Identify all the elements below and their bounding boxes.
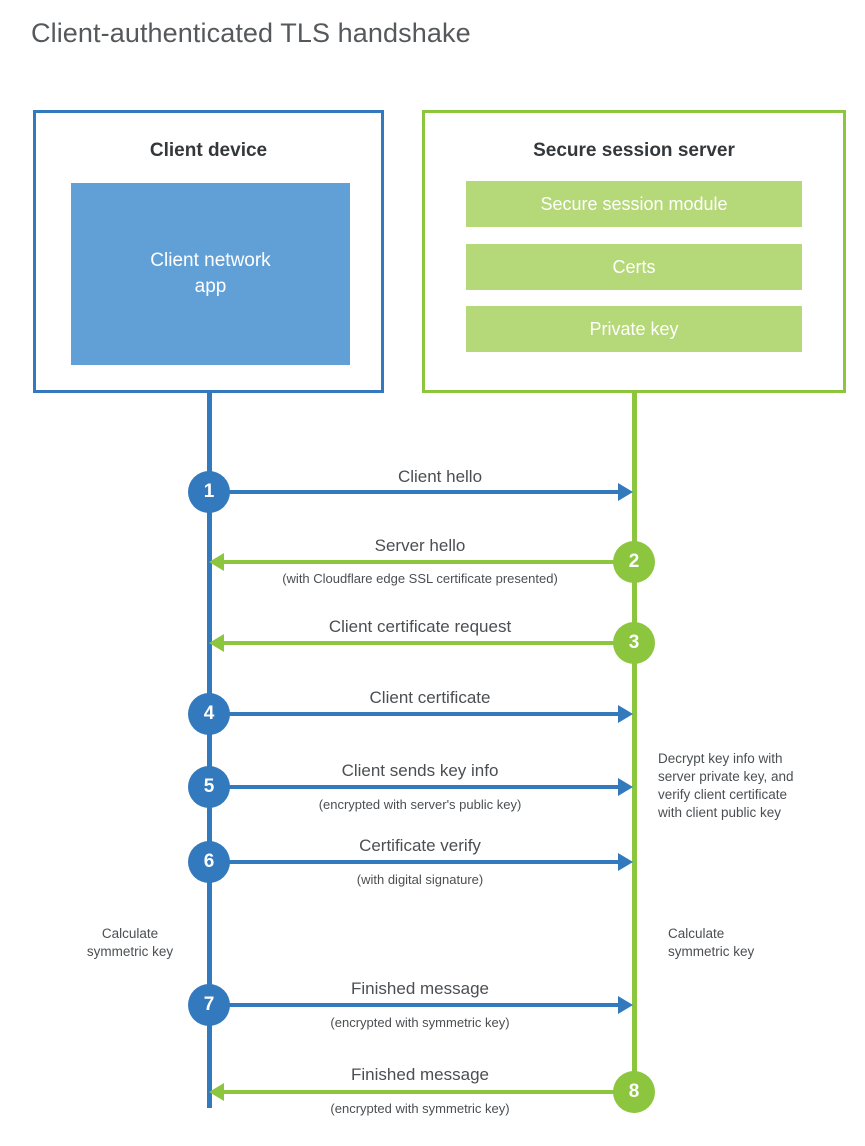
client-calculate-note-line1: Calculate (101, 926, 159, 941)
message-6-label: Certificate verify (359, 836, 481, 855)
client-network-app-label-line1: Client network (150, 250, 271, 271)
message-5-arrowhead-icon (618, 778, 633, 796)
step-badge-3: 3 (613, 622, 655, 664)
message-3-line (224, 641, 624, 645)
client-network-app-box: Client network app (71, 183, 350, 365)
page-title: Client-authenticated TLS handshake (31, 18, 471, 48)
message-5-line (209, 785, 619, 789)
step-badge-6: 6 (188, 841, 230, 883)
server-decrypt-note-line2: server private key, and (658, 769, 794, 784)
server-calculate-note-line1: Calculate (668, 926, 725, 941)
server-calculate-note-line2: symmetric key (668, 944, 755, 959)
message-4-label: Client certificate (369, 688, 491, 707)
step-badge-2: 2 (613, 541, 655, 583)
message-7-line (209, 1003, 619, 1007)
message-5-sublabel: (encrypted with server's public key) (318, 797, 522, 812)
message-6-line (209, 860, 619, 864)
step-badge-5: 5 (188, 766, 230, 808)
server-lifeline (632, 393, 637, 1093)
client-network-app-label: Client network app (150, 248, 270, 300)
secure-session-server-box: Secure session server Secure session mod… (422, 110, 846, 393)
server-decrypt-note-line4: with client public key (658, 805, 782, 820)
client-calculate-note-line2: symmetric key (86, 944, 174, 959)
client-device-box: Client device Client network app (33, 110, 384, 393)
message-4-line (209, 712, 619, 716)
client-network-app-label-line2: app (194, 276, 227, 297)
message-2-sublabel: (with Cloudflare edge SSL certificate pr… (282, 571, 558, 586)
message-6-arrowhead-icon (618, 853, 633, 871)
message-2-line (224, 560, 624, 564)
message-1-arrowhead-icon (618, 483, 633, 501)
client-device-title: Client device (149, 140, 268, 161)
client-calculate-symmetric-key-note: Calculate symmetric key (60, 925, 200, 961)
message-8-arrowhead-icon (209, 1083, 224, 1101)
message-6-sublabel: (with digital signature) (356, 872, 484, 887)
client-lifeline (207, 393, 212, 1108)
step-badge-1: 1 (188, 471, 230, 513)
server-calculate-symmetric-key-note: Calculate symmetric key (668, 925, 828, 961)
server-decrypt-note-line3: verify client certificate (658, 787, 788, 802)
message-1-line (209, 490, 619, 494)
server-component-private-key: Private key (466, 306, 802, 352)
message-5-label: Client sends key info (341, 761, 499, 780)
server-decrypt-note-line1: Decrypt key info with (658, 751, 783, 766)
message-8-line (224, 1090, 624, 1094)
message-8-sublabel: (encrypted with symmetric key) (330, 1101, 510, 1116)
message-7-arrowhead-icon (618, 996, 633, 1014)
message-2-arrowhead-icon (209, 553, 224, 571)
message-7-sublabel: (encrypted with symmetric key) (330, 1015, 510, 1030)
message-3-arrowhead-icon (209, 634, 224, 652)
server-component-certs: Certs (466, 244, 802, 290)
message-2-label: Server hello (374, 536, 466, 555)
step-badge-4: 4 (188, 693, 230, 735)
message-3-label: Client certificate request (328, 617, 512, 636)
secure-session-server-title: Secure session server (533, 140, 735, 161)
step-badge-8: 8 (613, 1071, 655, 1113)
server-decrypt-note: Decrypt key info with server private key… (658, 750, 843, 822)
message-4-arrowhead-icon (618, 705, 633, 723)
message-7-label: Finished message (351, 979, 489, 998)
step-badge-7: 7 (188, 984, 230, 1026)
server-component-secure-session-module: Secure session module (466, 181, 802, 227)
message-1-label: Client hello (397, 467, 483, 486)
message-8-label: Finished message (351, 1065, 489, 1084)
